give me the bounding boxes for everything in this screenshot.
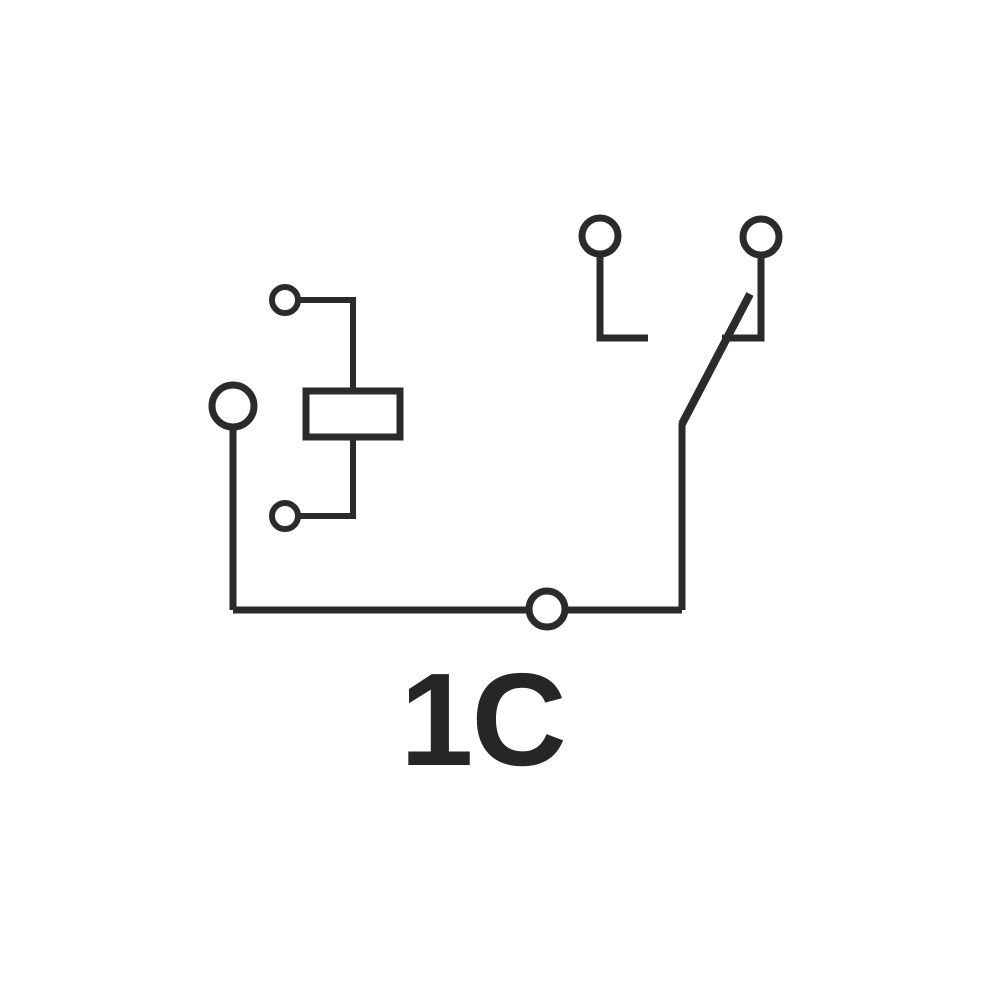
- wire-nc-stem: [596, 254, 648, 342]
- coil-terminal-lower-circle: [269, 500, 301, 532]
- terminal-left-large-circle: [208, 381, 258, 431]
- wire-coil-bottom: [298, 437, 356, 519]
- relay-coil-box: [302, 387, 404, 441]
- terminal-no-circle: [739, 215, 783, 259]
- terminal-nc-circle: [578, 214, 622, 258]
- diagram-label: 1C: [400, 646, 565, 793]
- wire-coil-top: [298, 297, 356, 391]
- terminal-common-circle: [525, 587, 569, 631]
- wire-no-stem: [722, 255, 765, 342]
- coil-terminal-upper-circle: [269, 284, 301, 316]
- armature-blade: [678, 292, 754, 426]
